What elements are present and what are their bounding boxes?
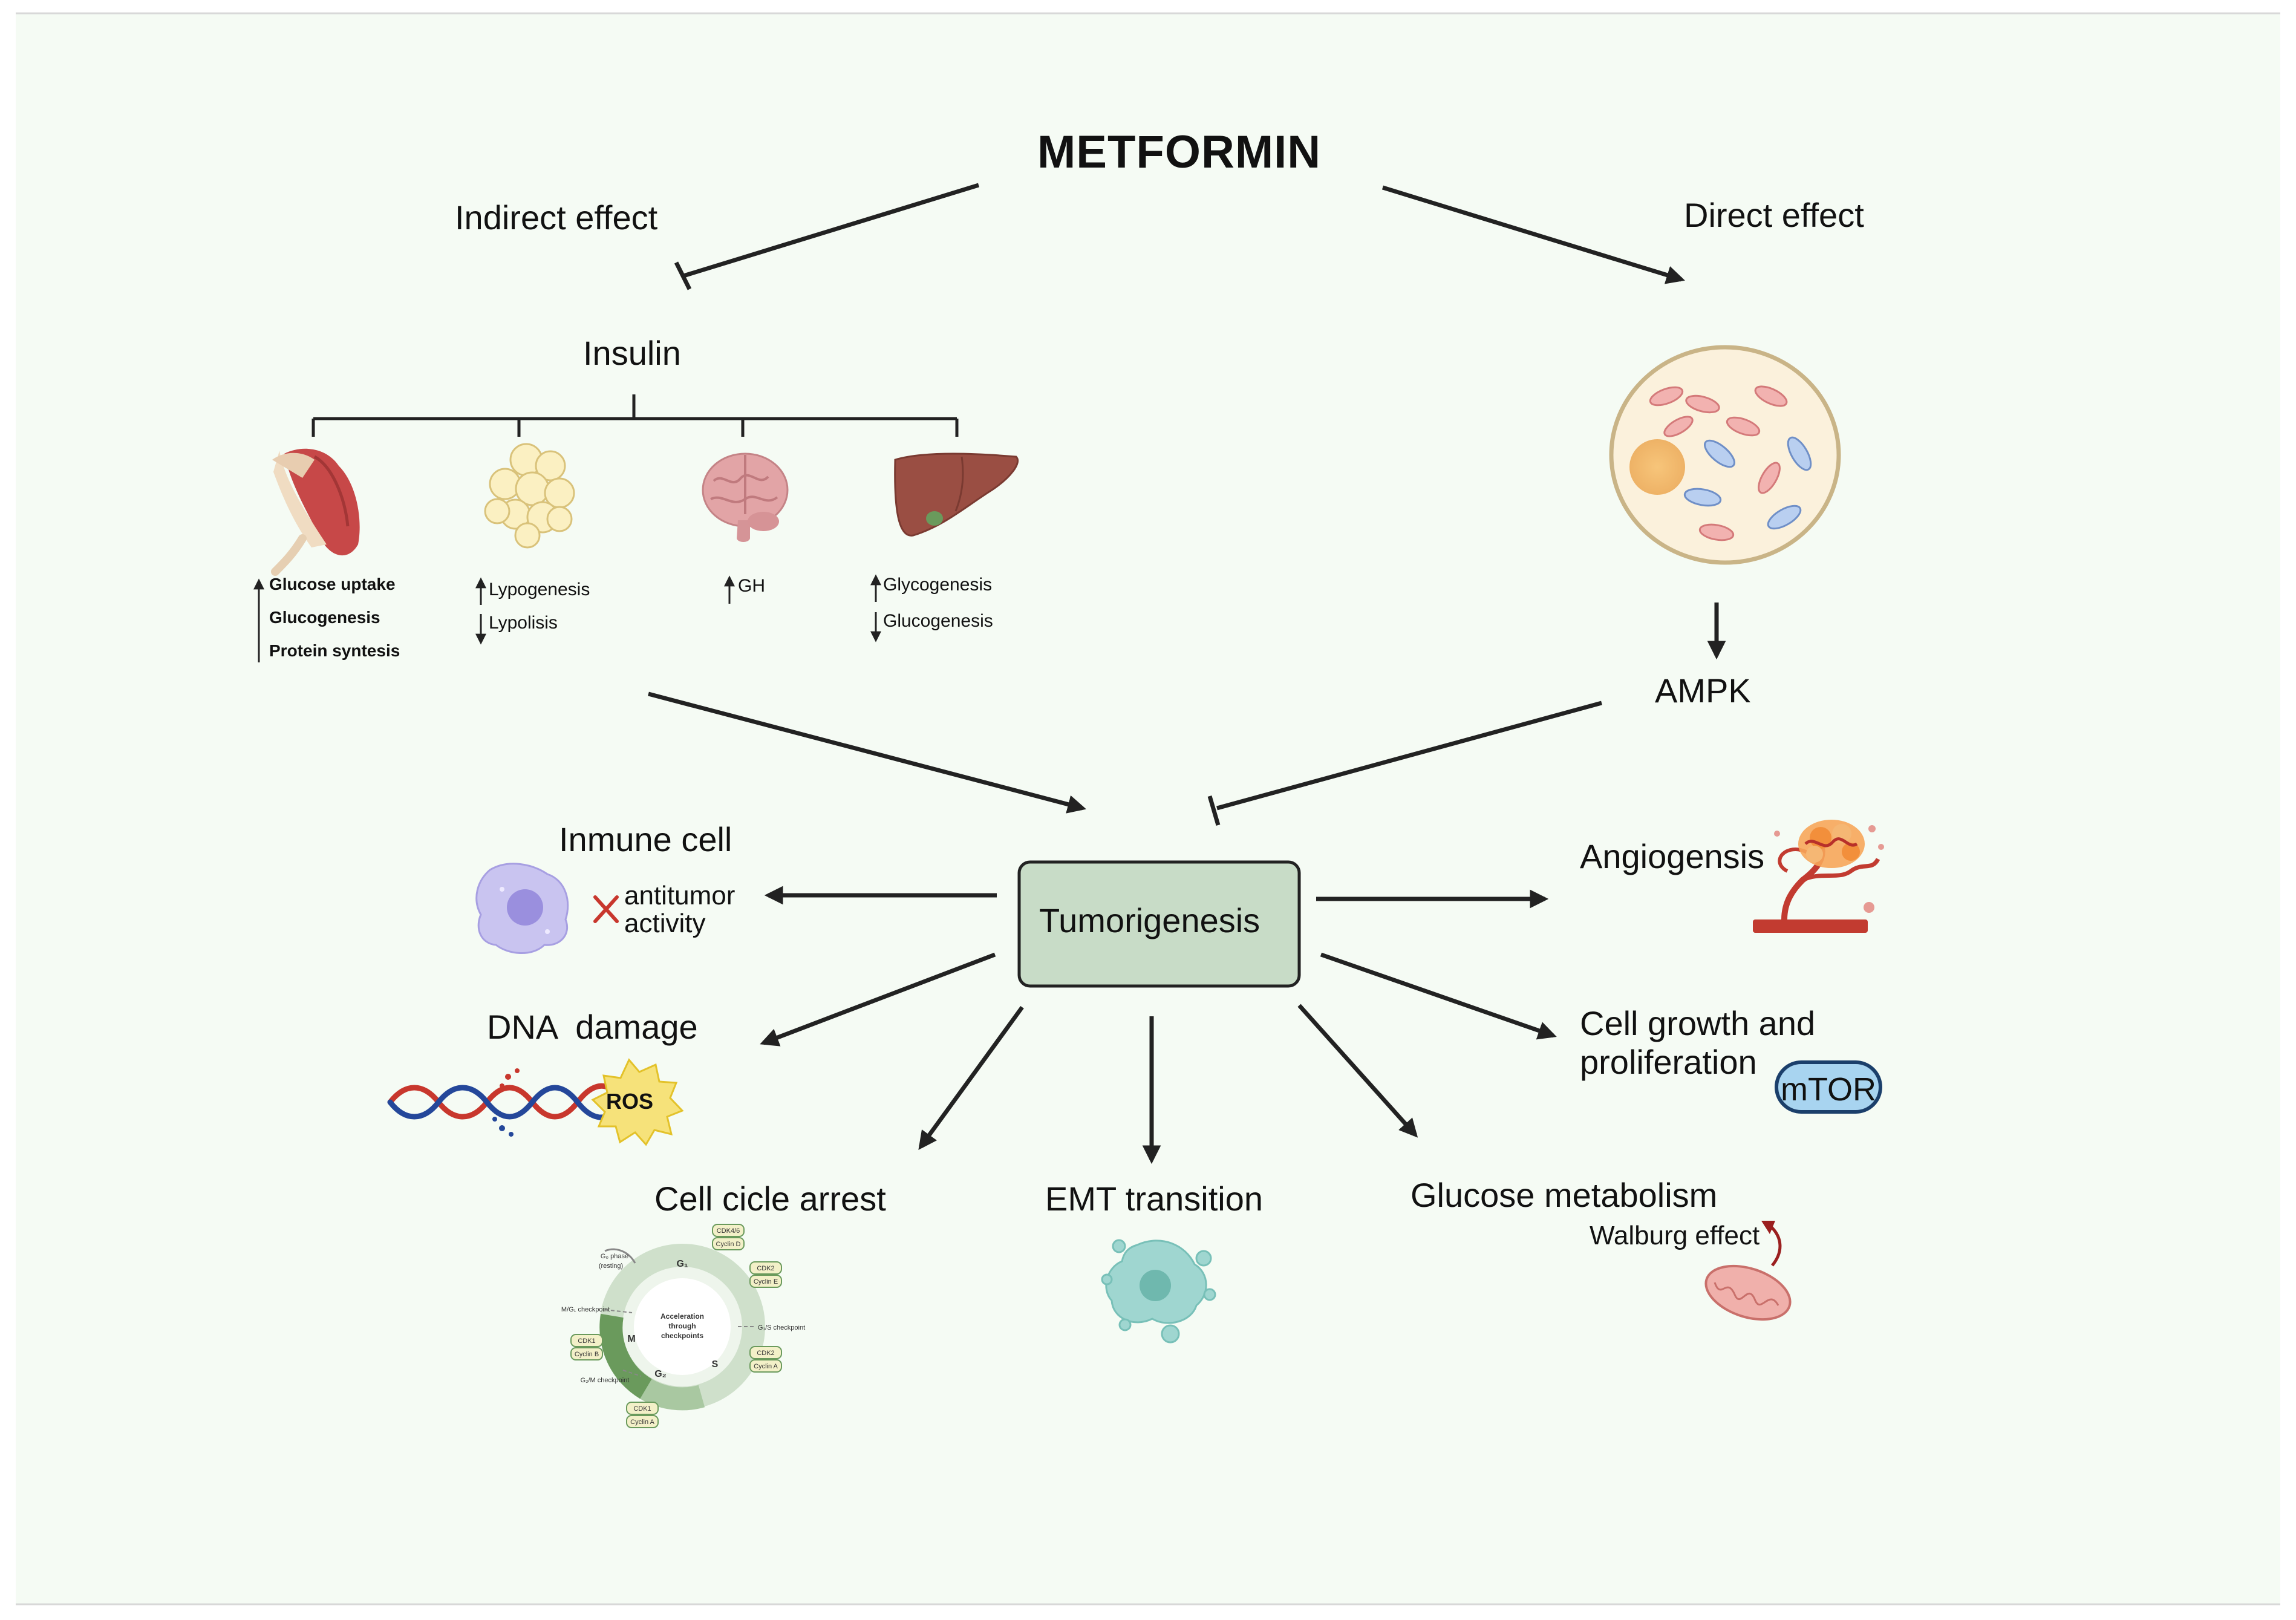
cell-icon [1609, 345, 1841, 565]
mitochondrion-icon [1704, 1264, 1792, 1321]
arrow-to-cell-cycle [918, 1005, 1024, 1150]
m-phase-label: M [627, 1334, 635, 1344]
ros-label: ROS [606, 1089, 654, 1114]
dna-damage-title: DNA damage [487, 1008, 698, 1046]
g2m-checkpoint-label: G₂/M checkpoint [581, 1377, 630, 1384]
walburg-effect-label: Walburg effect [1590, 1221, 1760, 1250]
arrow-to-dna [760, 952, 996, 1047]
cyclin-d-label: Cyclin D [716, 1241, 741, 1248]
fat-effect-2: Lypolisis [489, 613, 558, 633]
s-phase-label: S [712, 1359, 719, 1370]
ampk-inhibition-arrow [1207, 701, 1602, 826]
muscle-effect-2: Glucogenesis [269, 608, 380, 627]
muscle-effect-3: Protein syntesis [269, 641, 400, 660]
emt-cell-icon [1101, 1239, 1216, 1344]
arrow-to-growth [1320, 952, 1557, 1040]
muscle-icon [271, 448, 360, 576]
angiogenesis-title: Angiogensis [1580, 837, 1765, 875]
cell-growth-line-1: Cell growth and [1580, 1004, 1816, 1042]
insulin-to-tumor-arrow [648, 691, 1086, 814]
glucose-metabolism-title: Glucose metabolism [1411, 1176, 1718, 1214]
cell-growth-line-2: proliferation [1580, 1043, 1757, 1081]
insulin-label: Insulin [583, 334, 681, 372]
cdk1-label-1: CDK1 [578, 1337, 595, 1345]
indirect-effect-label: Indirect effect [455, 198, 658, 237]
walburg-up-arrow-icon [1761, 1221, 1782, 1267]
liver-effect-2: Glucogenesis [883, 611, 993, 631]
liver-icon [894, 452, 1019, 537]
resting-label: (resting) [599, 1262, 623, 1270]
emt-title: EMT transition [1045, 1180, 1263, 1218]
fat-cells-icon [484, 443, 575, 549]
cdk1-label-2: CDK1 [633, 1405, 651, 1413]
panel-background [16, 13, 2280, 1604]
insulin-bracket [311, 394, 959, 437]
cdk46-label: CDK4/6 [717, 1227, 740, 1235]
g1-phase-label: G₁ [676, 1259, 688, 1269]
immune-cell-icon [475, 863, 569, 954]
ampk-label: AMPK [1655, 671, 1751, 710]
cyclin-a-label-2: Cyclin A [630, 1419, 654, 1426]
fat-effect-1: Lypogenesis [489, 580, 590, 599]
cdk2-label-1: CDK2 [757, 1265, 774, 1272]
brain-effect: GH [738, 576, 765, 596]
antitumor-label: antitumor [624, 881, 735, 910]
angiogenesis-icon [1753, 820, 1884, 933]
mg1-checkpoint-label: M/G₁ checkpoint [561, 1306, 610, 1313]
cyclin-e-label: Cyclin E [754, 1278, 778, 1285]
g1s-checkpoint-label: G₁/S checkpoint [758, 1324, 805, 1331]
cell-cycle-icon: CDK4/6 Cyclin D CDK2 Cyclin E CDK2 Cycli… [561, 1224, 805, 1428]
liver-effect-1: Glycogenesis [883, 575, 993, 595]
outcome-arrows [760, 886, 1557, 1164]
mtor-pill [1775, 1060, 1882, 1114]
cycle-center-line-3: checkpoints [661, 1331, 703, 1340]
activity-label: activity [624, 909, 706, 938]
g0-phase-label: G₀ phase [601, 1253, 628, 1260]
red-x-icon [593, 895, 619, 923]
tumorigenesis-box [1017, 860, 1301, 988]
tumorigenesis-label: Tumorigenesis [1039, 901, 1261, 939]
brain-icon [702, 452, 789, 542]
page-title: METFORMIN [1037, 126, 1322, 178]
cycle-center-line-2: through [668, 1322, 696, 1330]
arrow-to-glucose [1297, 1004, 1418, 1138]
cyclin-b-label: Cyclin B [575, 1351, 599, 1358]
indirect-inhibition-arrow [674, 183, 980, 290]
direct-effect-label: Direct effect [1684, 196, 1864, 234]
mtor-label: mTOR [1781, 1071, 1876, 1108]
cdk2-label-2: CDK2 [757, 1350, 774, 1357]
muscle-effect-1: Glucose uptake [269, 575, 396, 593]
cell-cycle-title: Cell cicle arrest [654, 1180, 886, 1218]
g2-phase-label: G₂ [654, 1369, 667, 1379]
cyclin-a-label-1: Cyclin A [754, 1363, 778, 1370]
cycle-center-line-1: Acceleration [660, 1312, 704, 1321]
ros-burst-icon [591, 1058, 684, 1146]
immune-cell-title: Inmune cell [559, 820, 732, 858]
direct-effect-arrow [1381, 185, 1685, 284]
dna-icon [387, 1068, 614, 1137]
